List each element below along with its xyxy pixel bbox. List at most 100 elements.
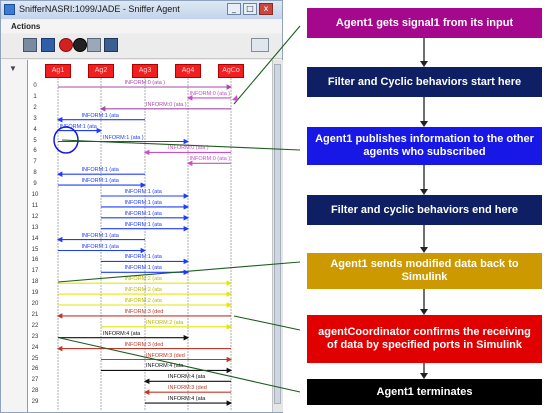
message-label: INFORM:0 (ata ) [189, 156, 231, 163]
annotation-connector [61, 139, 301, 151]
message-label: INFORM:1 (ata [124, 189, 162, 195]
message-label: INFORM:4 (ata [168, 396, 206, 403]
annotation-connector [233, 315, 301, 331]
message-label: INFORM:1 (ata [124, 199, 162, 206]
message-label: INFORM:2 (ata [124, 276, 162, 283]
annotation-send-simulink: Agent1 sends modified data back to Simul… [307, 253, 542, 289]
message-label: INFORM:1 (ata [81, 232, 119, 239]
close-button[interactable]: x [259, 3, 273, 15]
row-number: 7 [33, 159, 37, 166]
signal-arrowhead [232, 95, 238, 101]
row-number: 22 [31, 322, 39, 329]
row-number: 24 [31, 344, 39, 351]
record-icon[interactable] [59, 38, 73, 52]
agent-box-ag2[interactable]: Ag2 [88, 64, 114, 78]
row-number: 13 [31, 224, 39, 231]
sniffer-canvas[interactable] [27, 60, 273, 412]
maximize-button[interactable]: □ [243, 3, 257, 15]
message-label: INFORM:1 (ata [124, 254, 162, 261]
message-label: INFORM:4 (ata [103, 330, 141, 337]
row-number: 3 [33, 115, 37, 122]
message-label: INFORM:1 (ata [81, 112, 119, 119]
scrollbar-thumb[interactable] [274, 64, 281, 404]
clear-canvas-icon[interactable] [23, 38, 37, 52]
message-label: INFORM:1 (ata [124, 210, 162, 217]
message-label: INFORM:2 (ata [146, 319, 184, 326]
agent-box-ag1[interactable]: Ag1 [45, 64, 71, 78]
annotation-connector [233, 25, 301, 105]
flow-arrow-head [420, 309, 428, 315]
row-number: 21 [31, 311, 39, 318]
vertical-scrollbar[interactable] [272, 60, 283, 412]
message-label: INFORM:3 (ded [146, 352, 185, 359]
highlight-ellipse [53, 126, 79, 154]
row-number: 23 [31, 333, 39, 340]
stop-icon[interactable] [73, 38, 87, 52]
annotation-terminate: Agent1 terminates [307, 379, 542, 405]
row-number: 28 [31, 388, 39, 395]
row-number: 20 [31, 301, 39, 307]
annotation-behaviors-end: Filter and cyclic behaviors end here [307, 195, 542, 225]
row-number: 17 [31, 268, 39, 275]
row-number: 2 [33, 104, 37, 111]
message-label: INFORM:2 (ata [124, 298, 162, 304]
tree-expand-icon[interactable]: ▼ [9, 64, 17, 73]
flow-arrow-head [420, 247, 428, 253]
agent-tree-panel[interactable]: ▼ [1, 60, 27, 412]
jade-app-icon [4, 4, 15, 15]
row-number: 6 [33, 148, 37, 155]
row-number: 8 [33, 170, 37, 177]
minimize-button[interactable]: _ [227, 3, 241, 15]
annotation-connector [57, 261, 301, 283]
save-icon[interactable] [41, 38, 55, 52]
exit-sniffer-icon[interactable] [251, 38, 269, 52]
message-label: INFORM:0 (ata ) [146, 101, 187, 108]
message-label: INFORM:0 (ata ) [189, 90, 231, 97]
message-label: INFORM:3 (ded [124, 341, 164, 348]
row-number: 1 [33, 93, 37, 100]
row-number: 10 [31, 192, 39, 198]
toolbar [1, 34, 282, 59]
annotation-signal-input: Agent1 gets signal1 from its input [307, 8, 542, 38]
row-number: 11 [31, 202, 39, 209]
annotation-connector [59, 337, 301, 393]
row-number: 19 [31, 290, 39, 297]
message-label: INFORM:2 (ata [124, 287, 162, 294]
message-label: INFORM:1 (ata [59, 123, 97, 130]
row-number: 9 [33, 181, 37, 188]
book-icon[interactable] [104, 38, 118, 52]
flow-arrow-head [420, 189, 428, 195]
row-number: 14 [31, 235, 39, 242]
row-number: 25 [31, 355, 39, 362]
row-number: 5 [33, 137, 37, 144]
row-number: 15 [31, 246, 39, 253]
agent-box-ag4[interactable]: Ag4 [175, 64, 201, 78]
message-label: INFORM:4 (ata [146, 363, 184, 370]
window-title: SnifferNASRI:1099/JADE - Sniffer Agent [19, 4, 180, 14]
row-number: 18 [31, 279, 39, 286]
filter-icon[interactable] [87, 38, 101, 52]
agent-box-agco[interactable]: AgCo [218, 64, 244, 78]
title-bar[interactable]: SnifferNASRI:1099/JADE - Sniffer Agent _… [1, 1, 282, 19]
annotation-publish: Agent1 publishes information to the othe… [307, 127, 542, 165]
annotation-coordinator-confirm: agentCoordinator confirms the receiving … [307, 315, 542, 363]
message-label: INFORM:1 (ata ) [103, 134, 144, 141]
annotation-behaviors-start: Filter and Cyclic behaviors start here [307, 67, 542, 97]
flow-arrow-head [420, 61, 428, 67]
row-number: 16 [31, 257, 39, 264]
row-number: 27 [31, 377, 39, 384]
menu-bar: Actions [1, 20, 282, 33]
message-label: INFORM:1 (ata [124, 221, 162, 228]
row-number: 12 [31, 213, 39, 220]
message-label: INFORM:1 (ata [81, 243, 119, 250]
agent-box-ag3[interactable]: Ag3 [132, 64, 158, 78]
menu-actions[interactable]: Actions [11, 22, 41, 31]
message-label: INFORM:1 (ata [124, 265, 162, 272]
row-number: 4 [33, 126, 37, 133]
message-label: INFORM:1 (ata [81, 178, 119, 185]
flow-arrow-head [420, 373, 428, 379]
message-label: INFORM:1 (ata [81, 167, 119, 174]
flow-arrow-head [420, 121, 428, 127]
row-number: 0 [33, 83, 37, 89]
